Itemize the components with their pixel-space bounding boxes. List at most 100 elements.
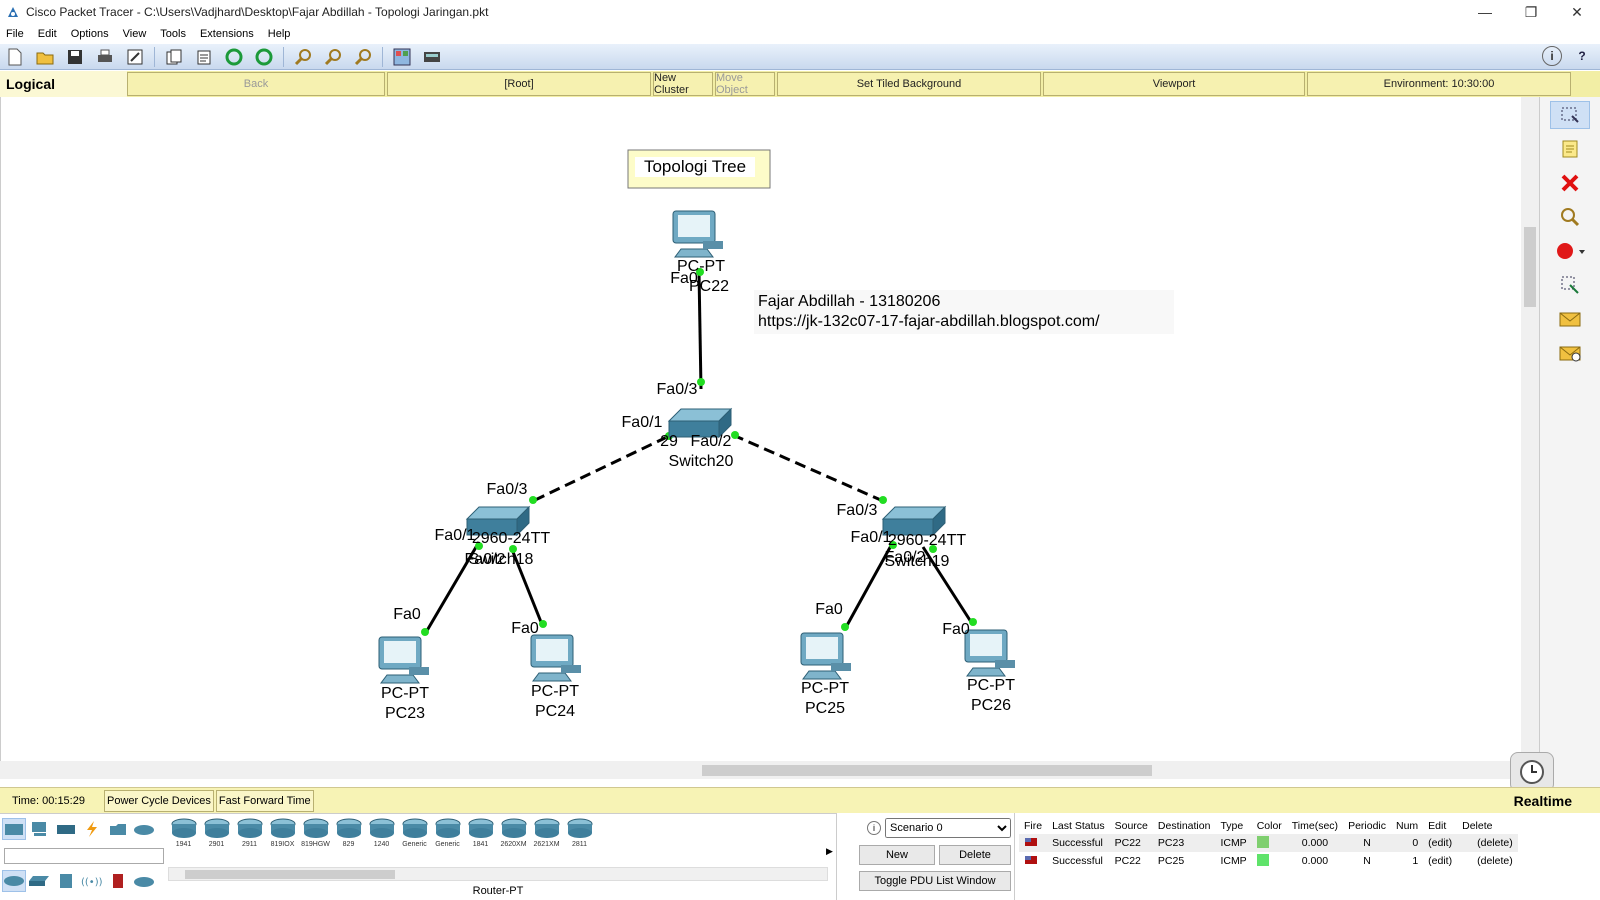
table-row[interactable]: Successful PC22 PC25 ICMP 0.000 N 1 (edi…: [1019, 852, 1518, 870]
add-complex-pdu-icon[interactable]: [1550, 339, 1590, 367]
components-category-icon[interactable]: [54, 818, 78, 840]
paste-icon[interactable]: [193, 46, 215, 68]
topology-canvas[interactable]: Topologi Tree Fajar Abdillah - 13180206 …: [1, 97, 1521, 761]
select-tool-icon[interactable]: [1550, 101, 1590, 129]
undo-icon[interactable]: [223, 46, 245, 68]
multiuser-category-icon[interactable]: [132, 818, 156, 840]
info-icon[interactable]: i: [1542, 46, 1562, 66]
security-subcategory-icon[interactable]: [106, 870, 130, 892]
link-pc22-switch20[interactable]: [697, 271, 703, 390]
set-tiled-background-button[interactable]: Set Tiled Background: [777, 72, 1041, 96]
router-model-2901[interactable]: 2901: [201, 816, 232, 854]
router-model-2811[interactable]: 2811: [564, 816, 595, 854]
new-cluster-button[interactable]: New Cluster: [653, 72, 713, 96]
connections-category-icon[interactable]: [80, 818, 104, 840]
device-search-input[interactable]: [4, 848, 164, 864]
delete-scenario-button[interactable]: Delete: [939, 845, 1011, 865]
custom-device-icon[interactable]: [421, 46, 443, 68]
toggle-pdu-list-button[interactable]: Toggle PDU List Window: [859, 871, 1011, 891]
palette-icon[interactable]: [391, 46, 413, 68]
link-switch18-pc23[interactable]: [423, 541, 481, 635]
add-simple-pdu-icon[interactable]: [1550, 305, 1590, 333]
menu-edit[interactable]: Edit: [37, 28, 57, 40]
router-model-829[interactable]: 829: [333, 816, 364, 854]
menu-help[interactable]: Help: [267, 28, 291, 40]
end-devices-category-icon[interactable]: [28, 818, 52, 840]
power-cycle-devices-button[interactable]: Power Cycle Devices: [104, 789, 214, 812]
router-model-1240[interactable]: 1240: [366, 816, 397, 854]
root-button[interactable]: [Root]: [387, 72, 651, 96]
vertical-scroll-thumb[interactable]: [1524, 227, 1536, 307]
resize-shape-icon[interactable]: [1550, 271, 1590, 299]
help-icon[interactable]: ?: [1578, 49, 1586, 63]
wan-emulation-subcategory-icon[interactable]: [132, 870, 156, 892]
copy-icon[interactable]: [163, 46, 185, 68]
hubs-subcategory-icon[interactable]: [54, 870, 78, 892]
switch19-device[interactable]: [881, 505, 947, 537]
link-switch19-pc25[interactable]: [843, 541, 895, 630]
router-model-2620xm[interactable]: 2620XM: [498, 816, 529, 854]
row-edit-link[interactable]: (edit): [1423, 834, 1458, 852]
redo-icon[interactable]: [253, 46, 275, 68]
row-edit-link[interactable]: (edit): [1428, 855, 1453, 867]
pc25-device[interactable]: [800, 632, 851, 680]
workspace-horizontal-scrollbar[interactable]: [0, 761, 1521, 779]
table-row[interactable]: Successful PC22 PC23 ICMP 0.000 N 0 (edi…: [1019, 834, 1518, 852]
move-object-button[interactable]: Move Object: [715, 72, 775, 96]
router-model-819iox[interactable]: 819IOX: [267, 816, 298, 854]
device-list-scroll-thumb[interactable]: [185, 870, 395, 879]
draw-ellipse-icon[interactable]: [1550, 237, 1590, 265]
switch18-device[interactable]: [465, 505, 531, 537]
switches-subcategory-icon[interactable]: [28, 870, 52, 892]
place-note-icon[interactable]: [1550, 135, 1590, 163]
miscellaneous-category-icon[interactable]: [106, 818, 130, 840]
topology-title-note[interactable]: Topologi Tree: [627, 149, 771, 189]
row-delete-link[interactable]: (delete): [1457, 834, 1518, 852]
link-switch19-pc26[interactable]: [921, 546, 975, 626]
fast-forward-time-button[interactable]: Fast Forward Time: [215, 789, 314, 812]
print-icon[interactable]: [94, 46, 116, 68]
router-model-generic-2[interactable]: Generic: [432, 816, 463, 854]
menu-tools[interactable]: Tools: [160, 28, 186, 40]
delete-tool-icon[interactable]: [1550, 169, 1590, 197]
fire-icon[interactable]: [1019, 834, 1048, 852]
realtime-mode-label[interactable]: Realtime: [1513, 793, 1572, 809]
back-button[interactable]: Back: [127, 72, 385, 96]
link-switch18-pc24[interactable]: [509, 546, 545, 628]
pc24-device[interactable]: [530, 634, 581, 682]
new-scenario-button[interactable]: New: [859, 845, 935, 865]
workspace-vertical-scrollbar[interactable]: [1521, 97, 1539, 761]
environment-button[interactable]: Environment: 10:30:00: [1307, 72, 1571, 96]
scenario-info-icon[interactable]: i: [867, 821, 881, 835]
link-switch20-switch19[interactable]: [732, 433, 884, 503]
close-window-button[interactable]: ✕: [1571, 3, 1583, 20]
menu-options[interactable]: Options: [70, 28, 109, 40]
open-folder-icon[interactable]: [34, 46, 56, 68]
inspect-tool-icon[interactable]: [1550, 203, 1590, 231]
zoom-out-icon[interactable]: [352, 46, 374, 68]
author-note[interactable]: Fajar Abdillah - 13180206 https://jk-132…: [754, 290, 1174, 334]
routers-subcategory-icon[interactable]: [2, 870, 26, 892]
minimize-button[interactable]: —: [1478, 4, 1492, 20]
router-model-819hgw[interactable]: 819HGW: [300, 816, 331, 854]
router-model-1841[interactable]: 1841: [465, 816, 496, 854]
network-devices-category-icon[interactable]: [2, 818, 26, 840]
menu-file[interactable]: File: [6, 28, 24, 40]
pc23-device[interactable]: [378, 636, 429, 684]
menu-view[interactable]: View: [122, 28, 147, 40]
router-model-2911[interactable]: 2911: [234, 816, 265, 854]
horizontal-scroll-thumb[interactable]: [702, 765, 1152, 776]
device-list-scrollbar[interactable]: [168, 867, 828, 881]
switch20-device[interactable]: [667, 407, 733, 439]
zoom-in-icon[interactable]: [292, 46, 314, 68]
viewport-button[interactable]: Viewport: [1043, 72, 1305, 96]
router-model-1941[interactable]: 1941: [168, 816, 199, 854]
activity-wizard-icon[interactable]: [124, 46, 146, 68]
realtime-mode-clock-icon[interactable]: [1510, 752, 1554, 792]
fire-icon[interactable]: [1019, 852, 1047, 870]
menu-extensions[interactable]: Extensions: [199, 28, 254, 40]
logical-workspace[interactable]: Topologi Tree Fajar Abdillah - 13180206 …: [0, 97, 1540, 771]
expand-panel-arrow-icon[interactable]: ▶: [826, 846, 833, 856]
router-model-generic-1[interactable]: Generic: [399, 816, 430, 854]
wireless-subcategory-icon[interactable]: ((•)): [80, 870, 104, 892]
